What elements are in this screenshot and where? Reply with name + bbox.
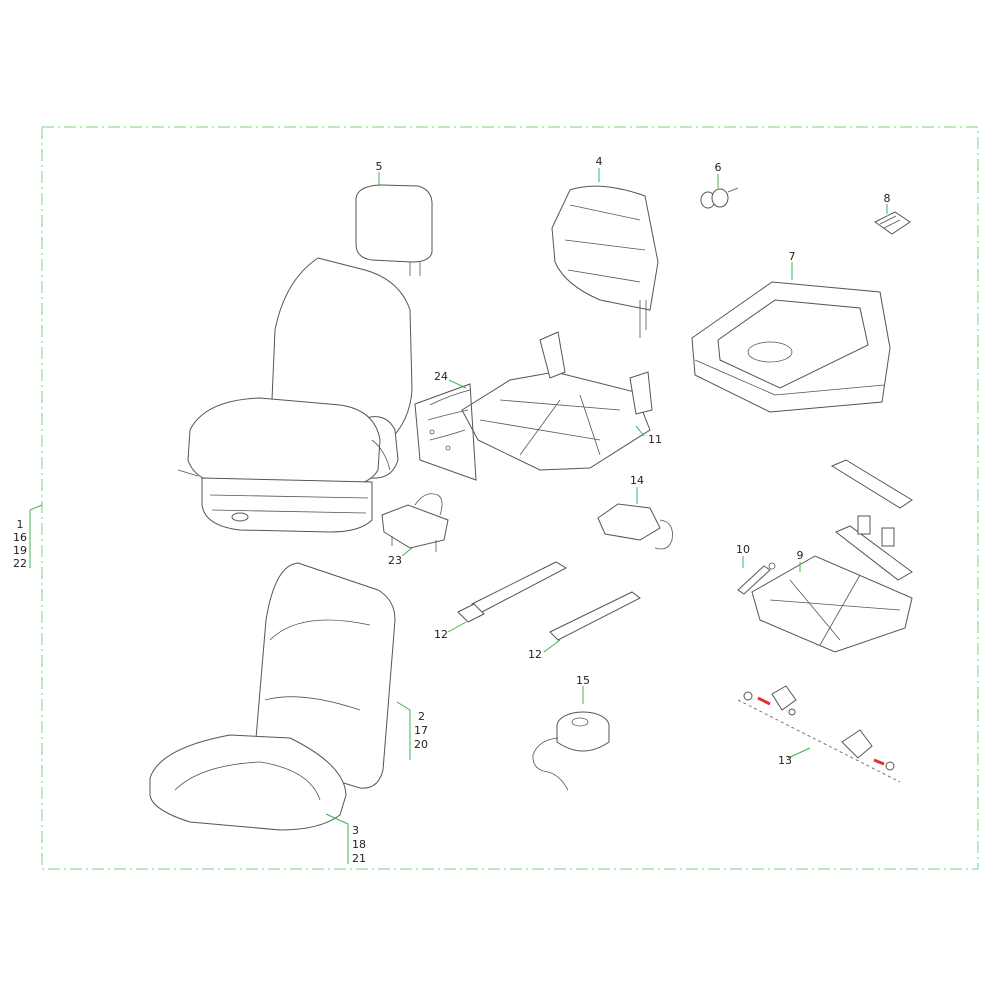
callout-21: 21 xyxy=(352,852,366,865)
backrest-frame-part xyxy=(551,185,659,338)
adjustment-knob-part xyxy=(700,187,739,209)
callout-6: 6 xyxy=(715,161,722,174)
seat-cushion-frame-part xyxy=(691,281,891,413)
assembly-frame xyxy=(41,126,979,870)
callout-22: 22 xyxy=(13,557,27,570)
leader-lines xyxy=(29,168,888,864)
callout-18: 18 xyxy=(352,838,366,851)
seat-cover-set xyxy=(149,562,396,831)
slide-rail-upper-part xyxy=(457,561,568,623)
callout-11: 11 xyxy=(648,433,662,446)
belt-buckle-set-part xyxy=(737,685,901,783)
callout-3: 3 xyxy=(352,824,359,837)
base-frame-part xyxy=(751,459,913,653)
complete-seat-assembly xyxy=(177,184,433,533)
callout-24: 24 xyxy=(434,370,448,383)
callout-5: 5 xyxy=(376,160,383,173)
callout-15: 15 xyxy=(576,674,590,687)
callout-13: 13 xyxy=(778,754,792,767)
wiring-harness-part xyxy=(414,383,477,481)
seat-headrest-drawing xyxy=(355,184,433,263)
callout-16: 16 xyxy=(13,531,27,544)
callout-labels: 1 16 19 22 2 17 20 3 18 21 4 5 6 7 8 9 1… xyxy=(13,155,891,865)
callout-7: 7 xyxy=(789,250,796,263)
callout-8: 8 xyxy=(884,192,891,205)
gas-spring-part xyxy=(737,562,776,595)
callout-1: 1 xyxy=(17,518,24,531)
seat-cushion-drawing xyxy=(187,397,381,489)
callout-2: 2 xyxy=(418,710,425,723)
lever-bracket-part xyxy=(381,493,449,552)
callout-9: 9 xyxy=(797,549,804,562)
callout-23: 23 xyxy=(388,554,402,567)
clip-part xyxy=(874,211,911,235)
callout-19: 19 xyxy=(13,544,27,557)
cushion-cover-drawing xyxy=(149,734,347,831)
callout-17: 17 xyxy=(414,724,428,737)
callout-20: 20 xyxy=(414,738,428,751)
seat-frame-mechanism-part xyxy=(461,331,653,471)
compressor-part xyxy=(532,711,610,791)
callout-10: 10 xyxy=(736,543,750,556)
slide-rail-lower-part xyxy=(549,591,641,641)
actuator-part xyxy=(597,503,673,550)
callout-4: 4 xyxy=(596,155,603,168)
callout-14: 14 xyxy=(630,474,644,487)
callout-12-lower: 12 xyxy=(528,648,542,661)
callout-12-upper: 12 xyxy=(434,628,448,641)
